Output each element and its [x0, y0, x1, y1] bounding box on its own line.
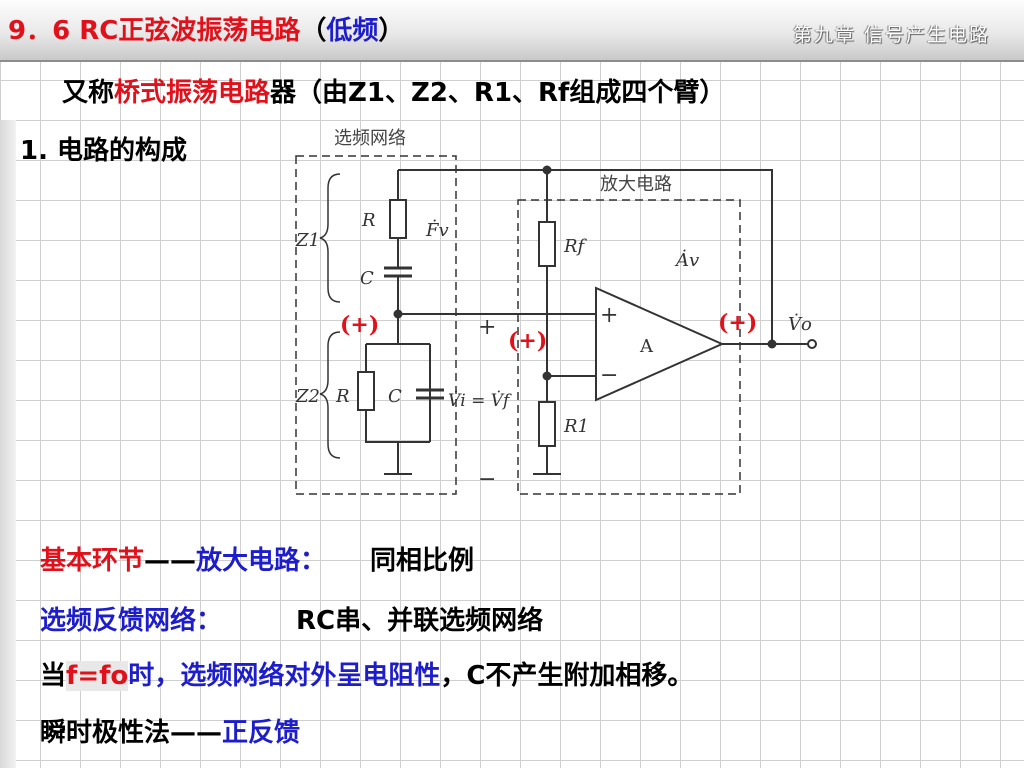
intro-line: 又称桥式振荡电路器（由Z1、Z2、R1、Rf组成四个臂） [62, 72, 725, 109]
polarity-output: (+) [718, 310, 757, 336]
feedback-wire [398, 169, 773, 344]
section-heading-1: 1. 电路的构成 [20, 136, 188, 166]
polarity-z1z2-node: (+) [340, 312, 379, 338]
label-r-parallel: R [335, 386, 350, 407]
resistor-r-series [389, 199, 407, 239]
node-minus-sign: − [478, 467, 496, 492]
title-paren-open: （ [300, 16, 327, 46]
title-main: RC正弦波振荡电路 [79, 16, 301, 46]
label-vi-vf: V̇i = V̇f [448, 391, 512, 411]
label-c-series: C [360, 268, 374, 289]
method-label: 瞬时极性法 [40, 718, 171, 748]
ground-z2 [384, 442, 412, 475]
box-label-select: 选频网络 [334, 128, 406, 149]
slide-title: 9．6 RC正弦波振荡电路（低频） [8, 10, 404, 47]
ground-r1 [533, 446, 561, 475]
label-z1: Z1 [295, 230, 320, 251]
intro-highlight: 桥式振荡电路 [114, 78, 271, 108]
label-rf: Rf [563, 236, 588, 257]
node-plus-sign: + [478, 315, 496, 340]
basic-link-dash: —— [144, 546, 197, 576]
brace-z1 [319, 173, 341, 303]
condition-suffix: ，C不产生附加相移。 [440, 661, 694, 691]
brace-z2 [319, 331, 341, 459]
frequency-selective-network-box [295, 155, 457, 495]
label-av: Ȧv [674, 248, 699, 271]
label-vo: V̇o [788, 313, 812, 335]
label-r1: R1 [563, 416, 589, 437]
basic-link-name: 放大电路： [196, 546, 327, 576]
condition-formula: f=fo [66, 661, 129, 691]
amplifier-box [517, 199, 741, 495]
resistor-r-parallel [357, 371, 375, 411]
label-fv: Ḟv [425, 218, 449, 241]
output-terminal [807, 339, 817, 349]
feedback-value: RC串、并联选频网络 [296, 606, 544, 636]
feedback-line: 选频反馈网络： RC串、并联选频网络 [40, 600, 543, 637]
intro-suffix: 器（由Z1、Z2、R1、Rf组成四个臂） [270, 78, 726, 108]
resistor-rf [538, 221, 556, 267]
box-label-amp: 放大电路 [600, 174, 672, 195]
condition-prefix: 当 [40, 661, 67, 691]
feedback-label: 选频反馈网络： [40, 606, 223, 636]
condition-line: 当f=fo时，选频网络对外呈电阻性，C不产生附加相移。 [40, 655, 693, 692]
rc-oscillator-circuit-diagram: 选频网络 放大电路 Z1 Z2 R C R C Ḟv Ȧv Rf R1 [295, 128, 817, 495]
basic-link-value: 同相比例 [370, 546, 475, 576]
capacitor-c-series [384, 266, 412, 278]
polarity-input: (+) [508, 328, 547, 354]
slide-header: 9．6 RC正弦波振荡电路（低频） 第九章 信号产生电路 [0, 0, 1024, 62]
title-paren-close: ） [378, 16, 405, 46]
condition-resistive: 选频网络对外呈电阻性 [180, 661, 441, 691]
op-amp-triangle [595, 286, 725, 402]
intro-prefix: 又称 [62, 78, 115, 108]
method-dash: —— [170, 718, 223, 748]
label-r-series: R [361, 210, 376, 231]
basic-link-line: 基本环节——放大电路： 同相比例 [40, 540, 474, 577]
label-c-parallel: C [388, 386, 402, 407]
method-line: 瞬时极性法——正反馈 [40, 712, 300, 749]
resistor-r1 [538, 401, 556, 447]
label-amp-a: A [639, 336, 654, 357]
chapter-label: 第九章 信号产生电路 [792, 24, 990, 46]
condition-mid: 时， [128, 661, 181, 691]
junction-output [767, 339, 777, 349]
left-decorative-bar [0, 120, 16, 768]
op-amp-plus-input: + [600, 303, 618, 328]
op-amp-minus-input: − [600, 363, 618, 388]
basic-link-label: 基本环节 [40, 546, 145, 576]
method-value: 正反馈 [222, 718, 301, 748]
section-number: 9．6 [8, 16, 71, 46]
title-low-frequency: 低频 [326, 16, 379, 46]
label-z2: Z2 [295, 386, 320, 407]
